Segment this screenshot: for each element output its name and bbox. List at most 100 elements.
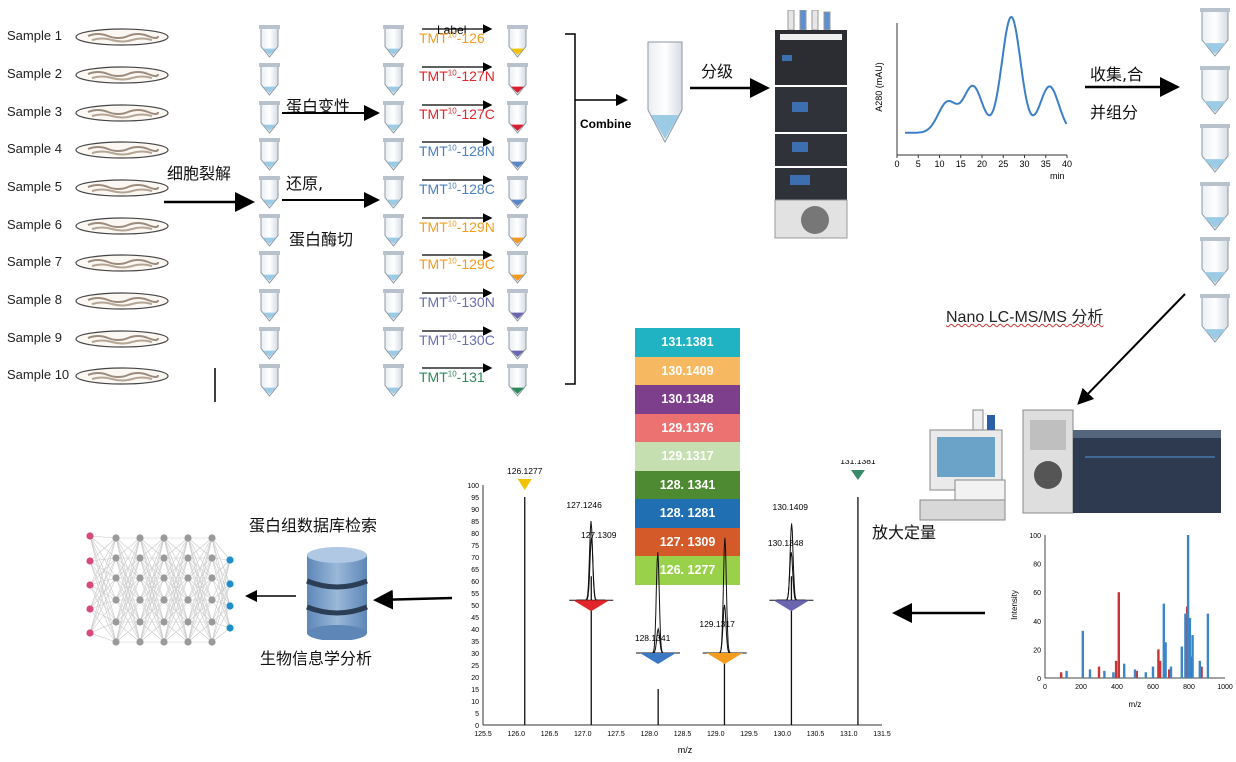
spec-ytick-label: 40 bbox=[471, 627, 479, 634]
cell-sample bbox=[87, 259, 159, 265]
nn-edge bbox=[139, 537, 165, 643]
tmt-suffix: -127N bbox=[456, 68, 495, 84]
spec-ytick-label: 45 bbox=[471, 615, 479, 622]
spec-ytick-label: 55 bbox=[471, 591, 479, 598]
chrom-tick-label: 5 bbox=[916, 159, 921, 169]
combined-tube-liquid bbox=[651, 115, 679, 139]
nn-edge bbox=[139, 537, 165, 559]
spec-gauss bbox=[709, 604, 739, 654]
tmt-base: TMT bbox=[419, 143, 448, 159]
labeled-tube-cap bbox=[507, 214, 528, 218]
spec-xtick-label: 130.5 bbox=[807, 731, 825, 738]
ms-bar bbox=[1151, 666, 1155, 678]
nn-edge bbox=[115, 599, 141, 643]
cell-sample bbox=[91, 188, 153, 194]
spec-marker bbox=[773, 600, 810, 612]
flow-arrows bbox=[164, 24, 1186, 623]
lysate-tube-liquid bbox=[263, 387, 276, 394]
fraction-tube-cap bbox=[1200, 182, 1230, 186]
nn-node bbox=[208, 596, 216, 604]
ms-bar bbox=[1164, 642, 1167, 678]
sample-label: Sample 4 bbox=[7, 141, 62, 156]
chrom-tick-label: 20 bbox=[977, 159, 987, 169]
spec-peak-label: 130.1348 bbox=[768, 538, 804, 548]
labeled-tube-liquid bbox=[511, 48, 524, 55]
nn-edge bbox=[211, 537, 231, 629]
nn-node bbox=[86, 557, 94, 565]
lysate-tube-cap bbox=[259, 176, 280, 180]
nn-edge bbox=[89, 557, 117, 610]
nn-edge bbox=[115, 599, 141, 623]
bioinfo-label: 生物信息学分析 bbox=[260, 649, 373, 668]
nn-edge bbox=[139, 557, 165, 643]
ms-bar bbox=[1162, 603, 1165, 678]
spec-xtick-label: 131.0 bbox=[840, 731, 858, 738]
spec-ytick-label: 10 bbox=[471, 699, 479, 706]
spec-peak-label: 127.1309 bbox=[581, 530, 617, 540]
nn-edge bbox=[211, 559, 231, 643]
nn-edge bbox=[211, 627, 231, 643]
lysate-tube-liquid bbox=[263, 48, 276, 55]
cell-sample bbox=[91, 150, 153, 156]
nn-edge bbox=[139, 537, 165, 623]
spec-ytick-label: 0 bbox=[475, 723, 479, 730]
nn-edge bbox=[89, 599, 117, 610]
spec-marker-126 bbox=[517, 479, 532, 490]
digest-tube-liquid bbox=[387, 350, 400, 357]
spec-xtick-label: 131.5 bbox=[873, 731, 891, 738]
ms-xlabel: m/z bbox=[1129, 700, 1142, 709]
nn-node bbox=[184, 618, 192, 626]
ms-bar bbox=[1184, 613, 1187, 678]
nn-edge bbox=[187, 537, 213, 579]
digest-tube-liquid bbox=[387, 387, 400, 394]
cell-sample bbox=[87, 146, 159, 152]
sample-label: Sample 2 bbox=[7, 66, 62, 81]
digest-tube-liquid bbox=[387, 199, 400, 206]
chrom-trace bbox=[905, 15, 1068, 134]
nn-node bbox=[136, 534, 144, 542]
hplc-instrument-icon bbox=[774, 10, 848, 239]
nn-edge bbox=[89, 560, 117, 643]
labeled-tube-liquid bbox=[511, 237, 524, 244]
reporter-ion-box: 129.1317 bbox=[635, 442, 740, 471]
chrom-xlabel: min bbox=[1050, 171, 1065, 181]
tmt-base: TMT bbox=[419, 30, 448, 46]
spec-ytick-label: 5 bbox=[475, 711, 479, 718]
cell-sample bbox=[87, 109, 159, 115]
lysate-tube-liquid bbox=[263, 350, 276, 357]
ms-xtick-label: 0 bbox=[1043, 684, 1047, 691]
fraction-tube-cap bbox=[1200, 8, 1230, 12]
nn-node bbox=[136, 554, 144, 562]
ms-ytick-label: 0 bbox=[1037, 676, 1041, 683]
ms-bar bbox=[1117, 592, 1120, 678]
cell-sample bbox=[87, 297, 159, 303]
nn-edge bbox=[89, 557, 117, 562]
nn-edge bbox=[211, 559, 231, 623]
nn-edge bbox=[187, 577, 213, 643]
nn-edge bbox=[211, 559, 231, 601]
nn-node bbox=[226, 602, 234, 610]
reporter-ion-box: 127. 1309 bbox=[635, 527, 740, 556]
label-header: Label bbox=[437, 23, 467, 37]
nn-edge bbox=[163, 557, 189, 579]
tmt-sup: 10 bbox=[447, 68, 457, 78]
database-icon bbox=[306, 547, 368, 640]
chrom-tick-label: 35 bbox=[1041, 159, 1051, 169]
labeled-tube-cap bbox=[507, 176, 528, 180]
ms-bar bbox=[1133, 669, 1137, 678]
ms-bar bbox=[1060, 672, 1063, 678]
cell-sample bbox=[91, 263, 153, 269]
digest-tube-cap bbox=[383, 289, 404, 293]
tmt-base: TMT bbox=[419, 256, 448, 272]
combine-bracket bbox=[565, 33, 576, 385]
cell-sample bbox=[91, 376, 153, 382]
nn-node bbox=[86, 605, 94, 613]
spec-xtick-label: 130.0 bbox=[773, 731, 791, 738]
nn-edge bbox=[139, 599, 165, 643]
sample-label: Sample 7 bbox=[7, 254, 62, 269]
nn-node bbox=[226, 556, 234, 564]
sample-label: Sample 3 bbox=[7, 104, 62, 119]
tmt-sup: 10 bbox=[447, 369, 457, 379]
spec-marker bbox=[639, 653, 676, 664]
nn-edge bbox=[115, 621, 141, 643]
